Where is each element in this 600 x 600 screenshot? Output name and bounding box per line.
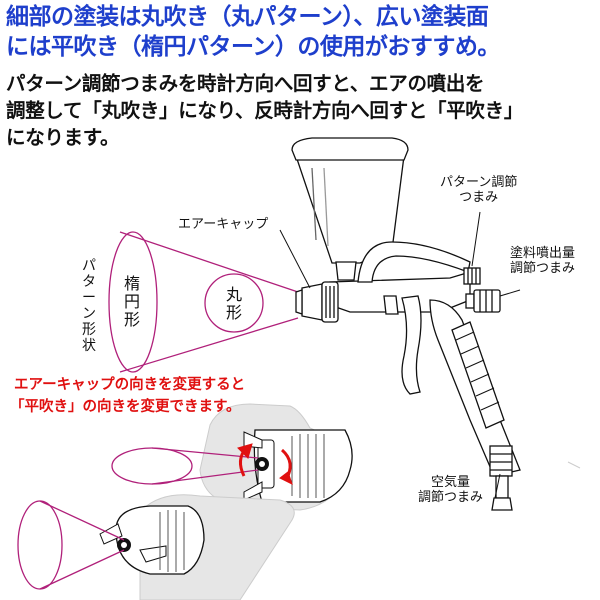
air-cap-label: エアーキャップ (178, 217, 269, 232)
round-pattern-shape (204, 273, 264, 333)
rotation-arrows (237, 443, 293, 485)
aircap-body-1 (253, 429, 353, 503)
note-line-2: 「平吹き」の向きを変更できます。 (10, 399, 241, 415)
air-cap (301, 283, 323, 321)
pattern-cones (108, 231, 299, 373)
vertical-pattern-cone (17, 500, 125, 590)
paint-flow-adjustment-knob (473, 289, 501, 313)
paint-cup-lid (291, 137, 409, 161)
spray-gun-illustration (291, 137, 521, 511)
leader-lines (279, 211, 521, 499)
trigger (401, 295, 422, 395)
air-volume-knob-label: 空気量 調節つまみ (418, 475, 484, 505)
pattern-shape-label: パターン形状 (82, 258, 96, 354)
cup-neck (335, 261, 357, 281)
heading-line-1: 細部の塗装は丸吹き（丸パターン）、広い塗装面 (6, 4, 489, 30)
horizontal-ellipse-pattern (111, 447, 193, 485)
ellipse-pattern-label: 楕円形 (124, 274, 141, 329)
note-line-1: エアーキャップの向きを変更すると (14, 377, 246, 393)
ellipse-cone-top-line (119, 231, 299, 293)
gun-hook (357, 241, 471, 283)
paint-flow-knob-label: 塗料噴出量 調節つまみ (510, 246, 576, 276)
round-pattern-label: 丸形 (226, 285, 243, 322)
aircap-detail-1 (199, 403, 353, 511)
pattern-knob-label: パターン調節 つまみ (440, 175, 518, 205)
heading-line-2: には平吹き（楕円パターン）の使用がおすすめ。 (6, 34, 500, 60)
description-line-3: になります。 (6, 126, 120, 149)
aircap-detail-2 (99, 494, 295, 600)
ellipse-pattern-shape (108, 231, 158, 373)
air-volume-adjustment-knob (489, 445, 513, 477)
ellipse-cone-bottom-line (119, 317, 299, 373)
description-line-2: 調整して「丸吹き」になり、反時計方向へ回すと「平吹き」 (6, 99, 524, 122)
vertical-ellipse-pattern (17, 500, 63, 590)
description-line-1: パターン調節つまみを時計方向へ回すと、エアの噴出を (6, 72, 485, 95)
